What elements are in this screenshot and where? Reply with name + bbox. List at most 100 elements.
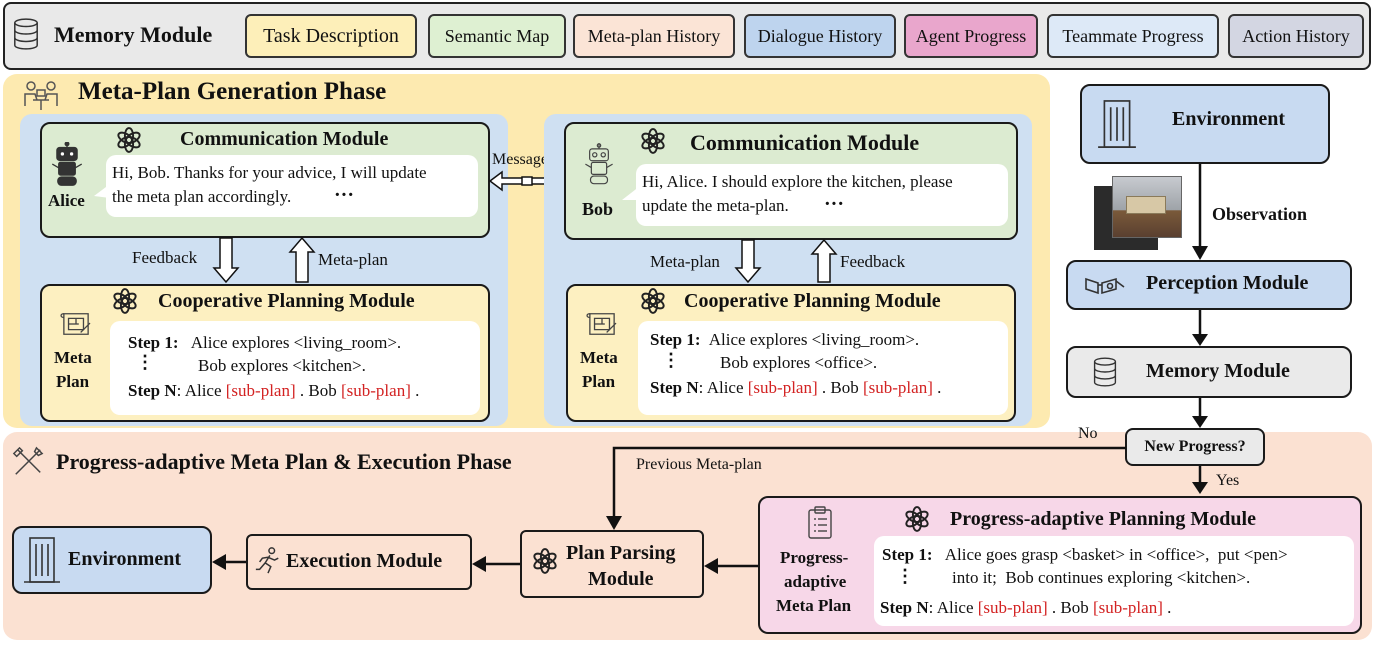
step1-text: Alice explores <living_room>. xyxy=(190,333,402,352)
openai-logo-icon xyxy=(532,548,558,574)
environment-top-label: Environment xyxy=(1172,108,1285,130)
pa-step1: Step 1: Alice goes grasp <basket> in <of… xyxy=(882,545,1288,565)
alice-message-line1: Hi, Bob. Thanks for your advice, I will … xyxy=(112,163,427,182)
bob-feedback-label: Feedback xyxy=(840,252,906,271)
openai-logo-icon xyxy=(640,288,666,314)
execution-module-label: Execution Module xyxy=(286,550,443,572)
tools-icon xyxy=(12,446,44,478)
alice-message-bubble xyxy=(106,155,478,217)
alice-meta-label-2: Plan xyxy=(56,372,90,391)
building-icon xyxy=(22,534,62,584)
pa-module-title: Progress-adaptive Planning Module xyxy=(950,508,1256,530)
alice-feedback-label: Feedback xyxy=(132,248,198,267)
bob-meta-label-2: Plan xyxy=(582,372,616,391)
execution-module-box xyxy=(246,534,472,590)
step1-label: Step 1: xyxy=(882,545,933,564)
memory-tag-dialogue-history: Dialogue History xyxy=(744,14,896,58)
subplan-text: [sub-plan] xyxy=(340,381,411,400)
bob-message-line2: update the meta-plan. xyxy=(642,196,789,215)
execution-to-environment-arrow xyxy=(212,554,246,570)
bob-meta-label-1: Meta xyxy=(580,348,618,367)
alice-meta-label-1: Meta xyxy=(54,348,92,367)
bob-step1: Step 1: Alice explores <living_room>. xyxy=(650,330,919,350)
bob-message-bubble xyxy=(636,164,1008,226)
memory-tag-action-history: Action History xyxy=(1228,14,1364,58)
plan-parsing-label-2: Module xyxy=(588,568,654,590)
bob-vdots: ⋮ xyxy=(662,350,680,370)
subplan-text: [sub-plan] xyxy=(225,381,296,400)
alice-ellipsis: ··· xyxy=(334,184,355,206)
alice-metaplan-arrow xyxy=(288,236,316,283)
bob-metaplan-arrow xyxy=(734,239,762,284)
database-icon xyxy=(12,18,40,50)
building-icon xyxy=(1096,96,1138,150)
openai-logo-icon xyxy=(640,128,666,154)
bob-metaplan-label: Meta-plan xyxy=(650,252,720,271)
stepn-mid: . Bob xyxy=(817,378,863,397)
bob-step1-line2: Bob explores <office>. xyxy=(720,353,878,372)
alice-message-line2: the meta plan accordingly. xyxy=(112,187,292,206)
stepn-end: . xyxy=(1162,598,1172,617)
pa-meta-plan-content xyxy=(874,536,1354,626)
stepn-label: Step N xyxy=(880,598,929,617)
blueprint-icon xyxy=(60,310,92,338)
stepn-label: Step N xyxy=(650,378,699,397)
environment-top-box xyxy=(1080,84,1330,164)
alice-coop-title: Cooperative Planning Module xyxy=(158,290,415,312)
openai-logo-icon xyxy=(904,506,930,532)
robot-icon xyxy=(48,142,86,188)
bob-message-line1: Hi, Alice. I should explore the kitchen,… xyxy=(642,172,953,191)
subplan-text: [sub-plan] xyxy=(1092,598,1163,617)
bob-name: Bob xyxy=(582,199,614,219)
subplan-text: [sub-plan] xyxy=(977,598,1048,617)
robot-icon xyxy=(582,143,616,187)
execution-phase-title: Progress-adaptive Meta Plan & Execution … xyxy=(56,449,512,474)
pa-to-parsing-arrow xyxy=(704,558,758,574)
step1-text: Alice explores <living_room>. xyxy=(708,330,920,349)
bob-feedback-arrow xyxy=(810,238,838,283)
memory-tag-teammate-progress: Teammate Progress xyxy=(1047,14,1219,58)
memory-tag-semantic-map: Semantic Map xyxy=(428,14,566,58)
yes-label: Yes xyxy=(1216,472,1240,489)
alice-meta-plan-content xyxy=(110,321,480,415)
alice-name: Alice xyxy=(48,191,85,210)
stepn-end: . xyxy=(410,381,420,400)
observation-arrow xyxy=(1192,164,1208,260)
speech-bubble-tail xyxy=(622,186,640,200)
bob-stepn: Step N: Alice [sub-plan] . Bob [sub-plan… xyxy=(650,378,941,398)
stepn-mid: . Bob xyxy=(1047,598,1093,617)
alice-metaplan-label: Meta-plan xyxy=(318,250,388,269)
alice-feedback-arrow xyxy=(212,237,240,284)
stepn-label: Step N xyxy=(128,381,177,400)
perception-label: Perception Module xyxy=(1146,272,1309,294)
memory-bar-title: Memory Module xyxy=(54,22,213,47)
no-label: No xyxy=(1078,425,1098,442)
glasses-icon xyxy=(1082,273,1126,297)
environment-bottom-label: Environment xyxy=(68,548,181,570)
pa-label-1: Progress- xyxy=(780,548,849,567)
openai-logo-icon xyxy=(116,127,142,153)
stepn-prefix: : Alice xyxy=(698,378,748,397)
bob-coop-title: Cooperative Planning Module xyxy=(684,290,941,312)
stepn-mid: . Bob xyxy=(295,381,341,400)
bob-ellipsis: ··· xyxy=(824,193,845,215)
pa-stepn: Step N: Alice [sub-plan] . Bob [sub-plan… xyxy=(880,598,1171,618)
memory-tag-agent-progress: Agent Progress xyxy=(904,14,1038,58)
subplan-text: [sub-plan] xyxy=(747,378,818,397)
memory-to-decision-arrow xyxy=(1192,398,1208,428)
alice-step1-line2: Bob explores <kitchen>. xyxy=(198,356,366,375)
pa-step1-line2: into it; Bob continues exploring <kitche… xyxy=(952,568,1251,587)
stepn-prefix: : Alice xyxy=(176,381,226,400)
alice-stepn: Step N: Alice [sub-plan] . Bob [sub-plan… xyxy=(128,381,419,401)
pa-label-2: adaptive xyxy=(784,572,847,591)
blueprint-icon xyxy=(586,310,618,338)
plan-parsing-label-1: Plan Parsing xyxy=(566,542,676,564)
memory-module-box xyxy=(1066,346,1352,398)
perception-to-memory-arrow xyxy=(1192,310,1208,346)
message-label: Message xyxy=(492,151,548,168)
step1-text: Alice goes grasp <basket> in <office>, p… xyxy=(944,545,1288,564)
subplan-text: [sub-plan] xyxy=(862,378,933,397)
openai-logo-icon xyxy=(112,288,138,314)
parsing-to-execution-arrow xyxy=(472,556,520,572)
bob-comm-title: Communication Module xyxy=(690,130,920,155)
